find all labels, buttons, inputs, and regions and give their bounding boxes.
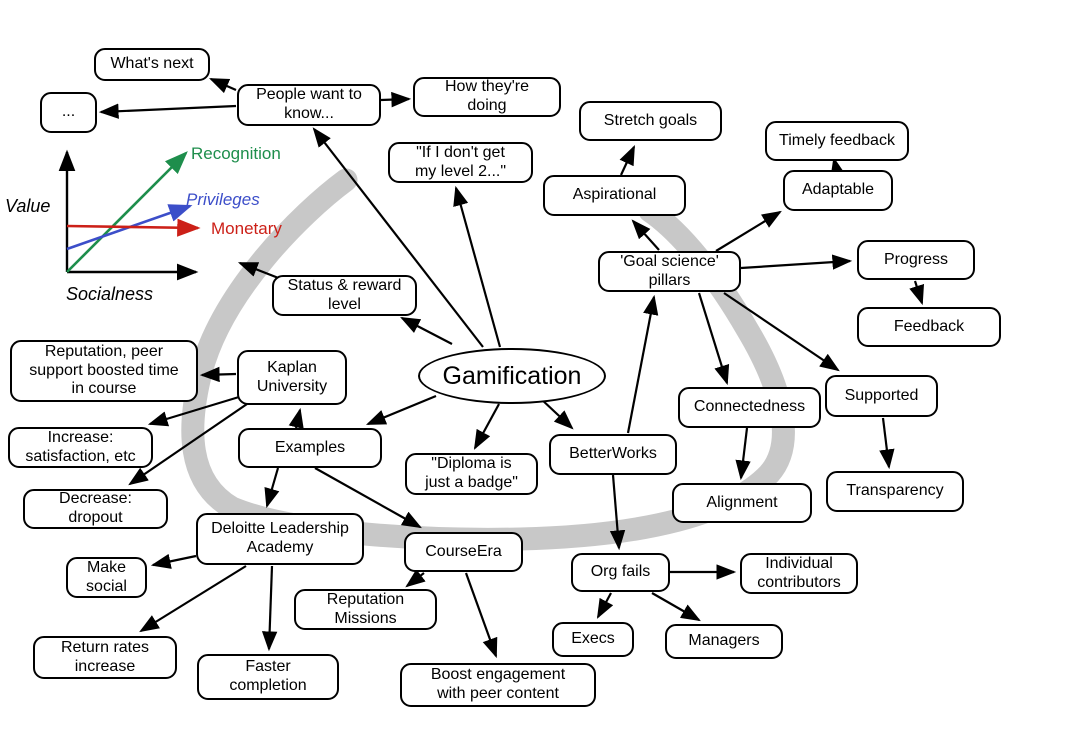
node-if-i-dont-get-level-2[interactable]: "If I don't get my level 2..." xyxy=(388,142,533,183)
edge-kaplan-university-to-reputation-peer-support xyxy=(199,366,237,383)
node-increase-satisfaction[interactable]: Increase: satisfaction, etc xyxy=(8,427,153,468)
edge-goal-science-pillars-to-supported xyxy=(723,292,840,372)
node-progress[interactable]: Progress xyxy=(857,240,975,280)
node-gamification[interactable]: Gamification xyxy=(418,348,606,404)
node-deloitte-leadership-academy[interactable]: Deloitte Leadership Academy xyxy=(196,513,364,565)
edge-goal-science-pillars-to-adaptable xyxy=(715,210,782,252)
node-return-rates-increase[interactable]: Return rates increase xyxy=(33,636,177,679)
node-org-fails[interactable]: Org fails xyxy=(571,553,670,592)
node-individual-contributors[interactable]: Individual contributors xyxy=(740,553,858,594)
node-faster-completion[interactable]: Faster completion xyxy=(197,654,339,700)
edge-gamification-to-people-want-to-know xyxy=(312,127,484,348)
node-betterworks[interactable]: BetterWorks xyxy=(549,434,677,475)
node-execs[interactable]: Execs xyxy=(552,622,634,657)
edge-goal-science-pillars-to-connectedness xyxy=(697,292,730,386)
edge-goal-science-pillars-to-progress xyxy=(740,254,853,270)
node-alignment[interactable]: Alignment xyxy=(672,483,812,523)
chart-line-monetary xyxy=(66,218,201,237)
chart-series-label-monetary: Monetary xyxy=(211,219,282,238)
edge-aspirational-to-stretch-goals xyxy=(619,145,635,176)
edge-status-reward-level-to-value-chart xyxy=(237,261,282,281)
edge-gamification-to-status-reward-level xyxy=(400,316,453,345)
node-reputation-missions[interactable]: Reputation Missions xyxy=(294,589,437,630)
edge-betterworks-to-goal-science-pillars xyxy=(626,294,659,434)
node-goal-science-pillars[interactable]: 'Goal science' pillars xyxy=(598,251,741,292)
edge-gamification-to-betterworks xyxy=(539,397,574,430)
edge-examples-to-kaplan-university xyxy=(288,407,304,429)
node-dots[interactable]: ... xyxy=(40,92,97,133)
edge-kaplan-university-to-decrease-dropout xyxy=(128,403,248,486)
edge-adaptable-to-timely-feedback xyxy=(830,156,846,178)
edge-org-fails-to-execs xyxy=(596,592,614,619)
edge-betterworks-to-org-fails xyxy=(609,474,626,551)
edge-examples-to-deloitte-leadership-academy xyxy=(264,467,280,509)
edge-people-want-to-know-to-dots xyxy=(98,103,237,119)
edge-progress-to-feedback xyxy=(909,280,925,306)
edge-examples-to-course-era xyxy=(314,467,422,529)
node-reputation-peer-support[interactable]: Reputation, peer support boosted time in… xyxy=(10,340,198,402)
chart-x-axis-label: Socialness xyxy=(66,284,154,304)
node-stretch-goals[interactable]: Stretch goals xyxy=(579,101,722,141)
node-aspirational[interactable]: Aspirational xyxy=(543,175,686,216)
edge-gamification-to-if-i-dont-get-level-2 xyxy=(453,185,502,348)
edge-course-era-to-reputation-missions xyxy=(405,569,426,588)
node-examples[interactable]: Examples xyxy=(238,428,382,468)
edge-deloitte-leadership-academy-to-return-rates-increase xyxy=(139,565,247,633)
node-whats-next[interactable]: What's next xyxy=(94,48,210,81)
node-status-reward-level[interactable]: Status & reward level xyxy=(272,275,417,316)
node-diploma-badge[interactable]: "Diploma is just a badge" xyxy=(405,453,538,495)
chart-series-label-privileges: Privileges xyxy=(186,190,260,209)
chart-line-recognition xyxy=(66,151,188,273)
node-timely-feedback[interactable]: Timely feedback xyxy=(765,121,909,161)
chart-y-axis-label: Value xyxy=(5,196,51,216)
node-kaplan-university[interactable]: Kaplan University xyxy=(237,350,347,405)
edge-course-era-to-boost-engagement xyxy=(464,572,498,659)
edge-people-want-to-know-to-whats-next xyxy=(208,77,237,94)
edge-deloitte-leadership-academy-to-make-social xyxy=(150,553,197,569)
node-decrease-dropout[interactable]: Decrease: dropout xyxy=(23,489,168,529)
node-supported[interactable]: Supported xyxy=(825,375,938,417)
edge-supported-to-transparency xyxy=(879,417,895,470)
node-make-social[interactable]: Make social xyxy=(66,557,147,598)
chart-series-label-recognition: Recognition xyxy=(191,144,281,163)
node-transparency[interactable]: Transparency xyxy=(826,471,964,512)
edge-people-want-to-know-to-how-theyre-doing xyxy=(380,91,412,108)
node-course-era[interactable]: CourseEra xyxy=(404,532,523,572)
edge-deloitte-leadership-academy-to-faster-completion xyxy=(261,565,278,652)
edge-connectedness-to-alignment xyxy=(735,427,751,481)
edge-kaplan-university-to-increase-satisfaction xyxy=(147,395,240,427)
node-boost-engagement[interactable]: Boost engagement with peer content xyxy=(400,663,596,707)
node-feedback[interactable]: Feedback xyxy=(857,307,1001,347)
node-adaptable[interactable]: Adaptable xyxy=(783,170,893,211)
node-people-want-to-know[interactable]: People want to know... xyxy=(237,84,381,126)
node-connectedness[interactable]: Connectedness xyxy=(678,387,821,428)
edge-goal-science-pillars-to-aspirational xyxy=(631,219,660,251)
node-managers[interactable]: Managers xyxy=(665,624,783,659)
node-how-theyre-doing[interactable]: How they're doing xyxy=(413,77,561,117)
edge-gamification-to-diploma-badge xyxy=(473,403,500,450)
edge-org-fails-to-managers xyxy=(651,592,701,622)
edge-gamification-to-examples xyxy=(365,394,437,426)
